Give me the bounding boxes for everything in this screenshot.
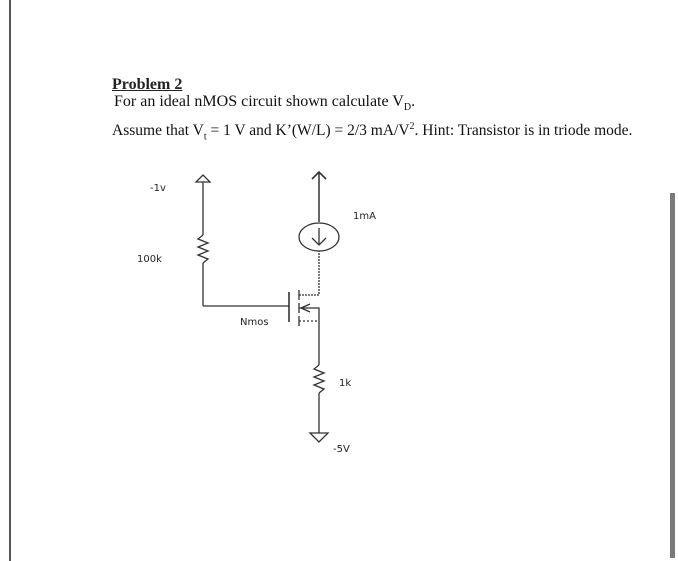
squared-superscript: 2 [409, 121, 415, 132]
gate-resistor-label: 100k [137, 254, 162, 265]
problem-assumptions: Assume that Vt = 1 V and K’(W/L) = 2/3 m… [112, 121, 632, 142]
page-left-border [9, 0, 11, 561]
vt-value: = 1 V and K’(W/L) = 2/3 mA/V [206, 122, 410, 140]
problem-statement: For an ideal nMOS circuit shown calculat… [114, 93, 415, 113]
vt-subscript: t [203, 131, 207, 143]
hint-text: . Hint: Transistor is in triode mode. [414, 122, 633, 140]
gate-supply-arrow-icon [194, 174, 212, 183]
problem-title: Problem 2 [112, 76, 183, 93]
gate-supply-label: -1v [150, 183, 166, 194]
transistor-label: Nmos [240, 317, 269, 328]
resistor-1k-icon [312, 364, 326, 394]
statement-text: For an ideal nMOS circuit shown calculat… [114, 93, 404, 110]
assume-text: Assume that V [112, 122, 204, 140]
statement-subscript: D [403, 102, 412, 114]
scrollbar[interactable] [670, 193, 675, 558]
statement-end: . [411, 93, 416, 110]
resistor-100k-icon [196, 234, 210, 264]
negative-supply-arrow-icon [308, 432, 330, 443]
source-resistor-label: 1k [339, 378, 351, 389]
source-supply-label: -5V [333, 444, 350, 455]
current-source-icon [298, 222, 340, 252]
current-source-label: 1mA [353, 211, 376, 222]
supply-arrow-icon [311, 170, 327, 180]
